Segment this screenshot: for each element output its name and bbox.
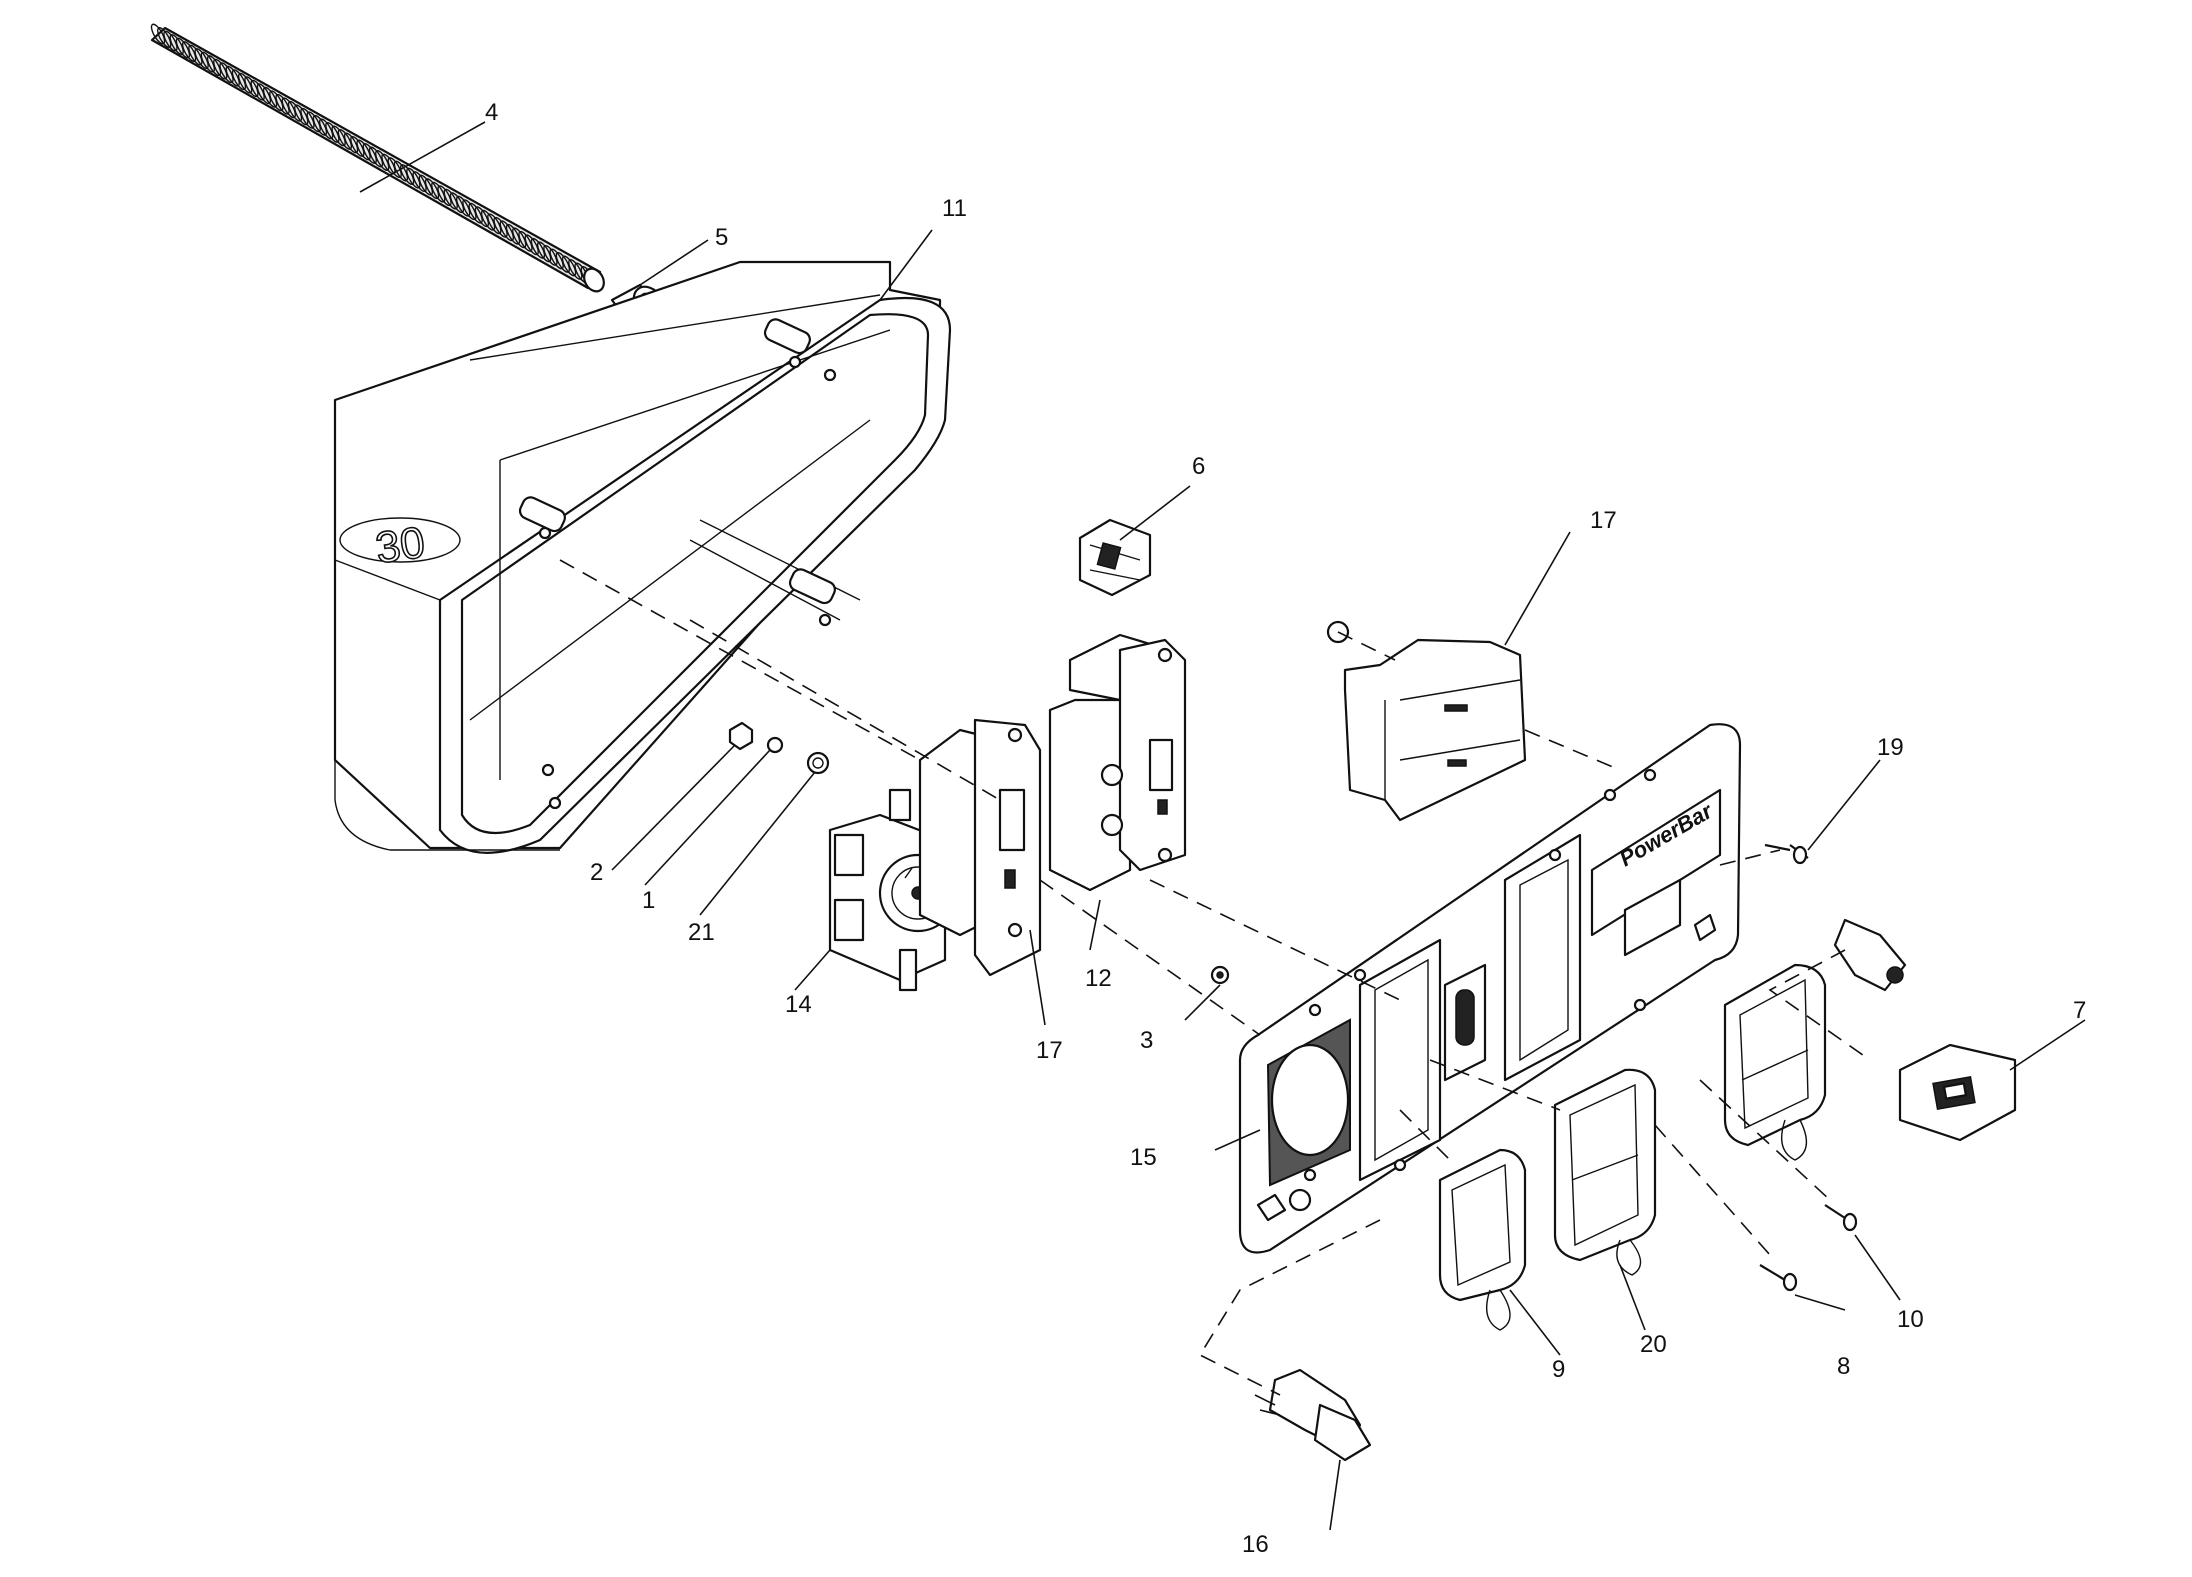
bracket-part [1078,518,1152,597]
right-cover-part [1723,963,1827,1161]
callout-7: 7 [2073,997,2086,1024]
conduit-part [150,23,605,293]
switch-part [1254,1368,1372,1462]
callout-14: 14 [785,991,812,1018]
callout-2: 2 [590,859,603,886]
front-panel-part: PowerBar [1238,723,1742,1254]
callout-20: 20 [1640,1331,1667,1358]
duplex-outlet-part [1048,633,1187,892]
enclosure-box-part: 30 [333,260,952,854]
double-cover-part [1553,1068,1657,1276]
callout-labels: 4 5 11 6 17 19 7 10 8 9 20 16 15 3 12 17… [485,99,2086,1558]
usb-module-part [1898,1043,2017,1142]
callout-6: 6 [1192,453,1205,480]
gfci-outlet-part [918,718,1042,977]
breaker-plug-part [1833,918,1907,992]
small-cover-part [1438,1148,1527,1331]
callout-3: 3 [1140,1027,1153,1054]
callout-18: 17 [1590,507,1617,534]
callout-19: 19 [1877,734,1904,761]
callout-9: 9 [1552,1356,1565,1383]
callout-10: 10 [1897,1306,1924,1333]
callout-16: 16 [1242,1531,1269,1558]
callout-5: 5 [715,224,728,251]
breaker-part [1326,620,1527,822]
callout-12: 12 [1085,965,1112,992]
callout-11: 11 [942,195,967,222]
screw-parts [1759,843,1858,1292]
callout-17: 17 [1036,1037,1063,1064]
callout-15: 15 [1130,1144,1157,1171]
box-marking-text: 30 [373,518,428,573]
callout-1: 1 [642,887,655,914]
leader-lines [359,121,2086,1531]
callout-4: 4 [485,99,498,126]
callout-8: 8 [1837,1353,1850,1380]
callout-21: 21 [688,919,715,946]
hardware-parts [728,721,1230,985]
assembly-lines [559,559,1871,1396]
